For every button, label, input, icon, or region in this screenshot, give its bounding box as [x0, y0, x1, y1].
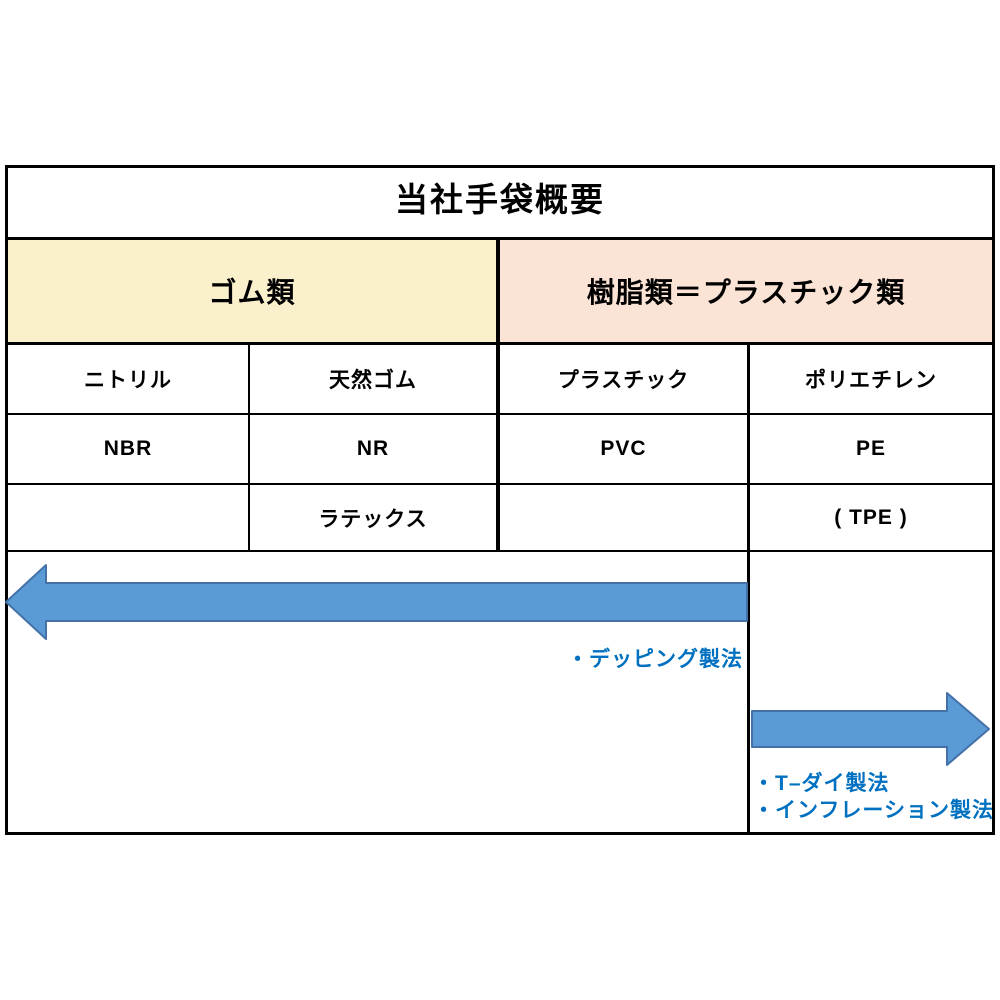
cell-nr: NR — [250, 415, 500, 483]
extrusion-method-labels: ・T–ダイ製法 ・インフレーション製法 — [753, 770, 994, 824]
t-die-method-label: ・T–ダイ製法 — [753, 772, 890, 795]
cell-empty-2 — [500, 485, 750, 550]
cell-pvc: PVC — [500, 415, 750, 483]
material-code-row: NBR NR PVC PE — [8, 415, 992, 485]
material-name-row: ニトリル 天然ゴム プラスチック ポリエチレン — [8, 345, 992, 415]
method-section: ・デッピング製法 ・T–ダイ製法 ・インフレーション製法 — [5, 552, 994, 832]
dipping-method-cell: ・デッピング製法 — [5, 552, 750, 832]
cell-pe: PE — [855, 437, 886, 460]
cell-tpe: ( TPE ) — [834, 505, 908, 529]
cell-polyethylene: ポリエチレン — [805, 369, 937, 392]
left-arrow-icon — [5, 564, 748, 640]
extrusion-method-cell: ・T–ダイ製法 ・インフレーション製法 — [750, 552, 994, 832]
cell-plastic: プラスチック — [500, 345, 750, 413]
dipping-method-label: ・デッピング製法 — [567, 648, 743, 671]
cell-natural-rubber: 天然ゴム — [250, 345, 500, 413]
category-header-row: ゴム類 樹脂類＝プラスチック類 — [8, 240, 992, 345]
category-plastic-header: 樹脂類＝プラスチック類 — [500, 240, 992, 342]
material-extra-row: ラテックス ( TPE ) — [8, 485, 992, 552]
page-title: 当社手袋概要 — [8, 168, 992, 240]
category-rubber-header: ゴム類 — [8, 240, 500, 342]
cell-nitrile: ニトリル — [8, 345, 250, 413]
cell-empty-1 — [8, 485, 250, 550]
cell-nbr: NBR — [8, 415, 250, 483]
right-arrow-icon — [751, 692, 990, 766]
overview-table: 当社手袋概要 ゴム類 樹脂類＝プラスチック類 ニトリル 天然ゴム プラスチック … — [5, 165, 995, 835]
cell-latex: ラテックス — [250, 485, 500, 550]
inflation-method-label: ・インフレーション製法 — [753, 799, 994, 822]
